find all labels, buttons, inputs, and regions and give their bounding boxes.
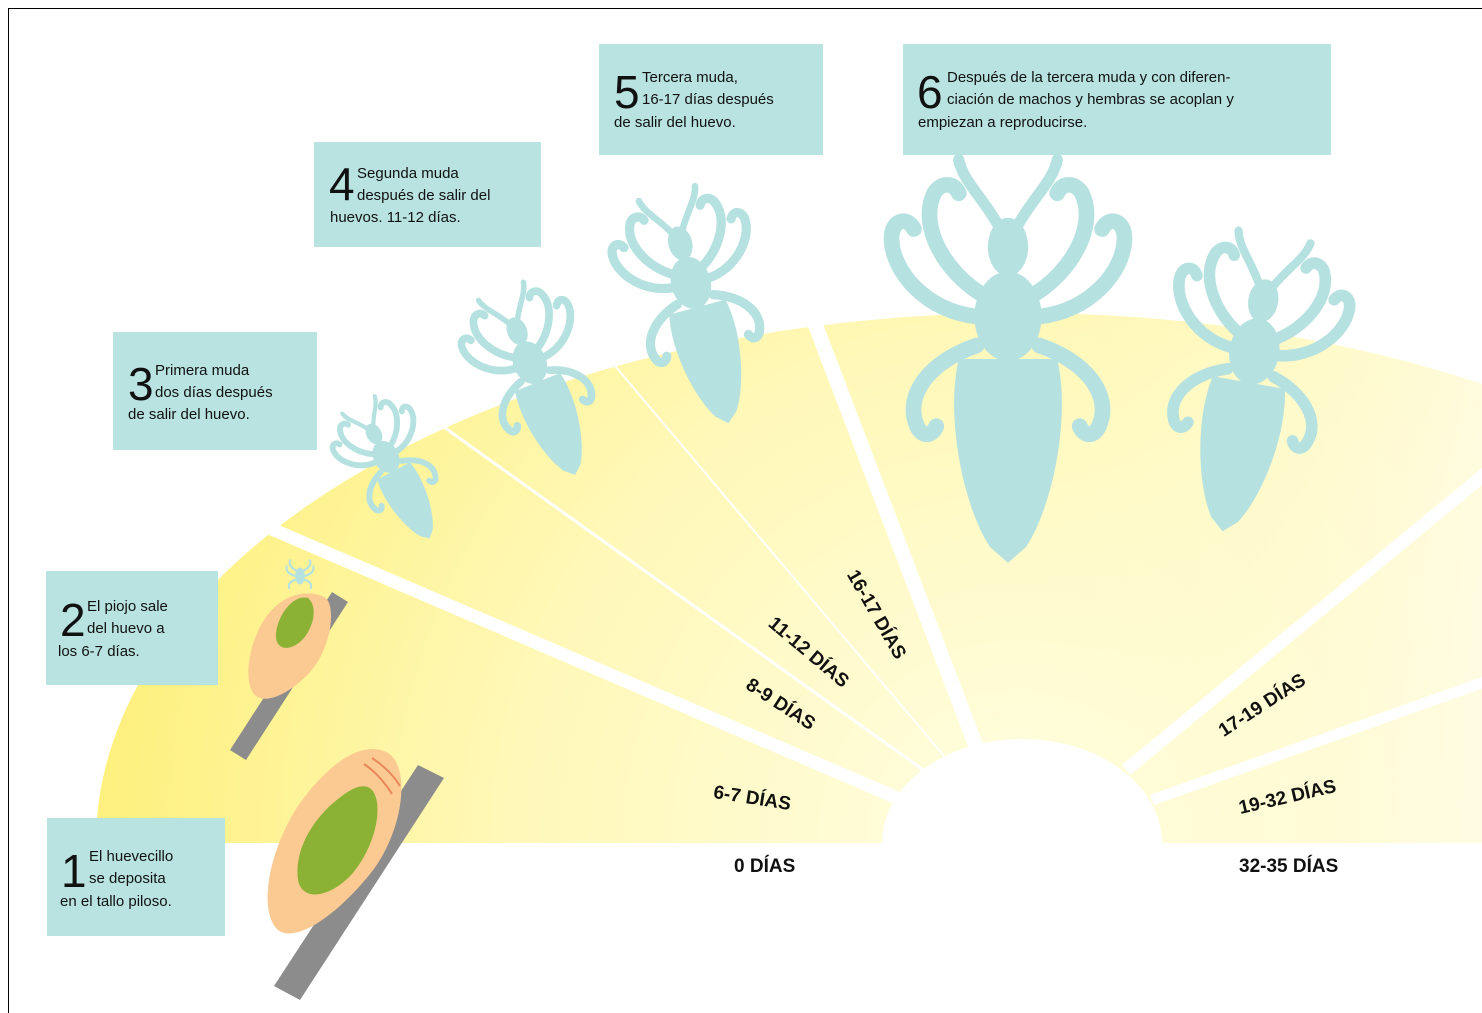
step-6-number: 6 (917, 69, 943, 115)
step-1-box: 1 El huevecillo se deposita en el tallo … (47, 818, 225, 936)
step-1-line-1: El huevecillo (89, 847, 173, 866)
step-4-number: 4 (329, 161, 355, 207)
step-3-line-1: Primera muda (155, 361, 249, 380)
step-5-number: 5 (614, 69, 640, 115)
step-6-line-3: empiezan a reproducirse. (918, 113, 1087, 132)
step-3-line-2: dos días después (155, 383, 273, 402)
day-label-32-35: 32-35 DÍAS (1239, 856, 1338, 878)
step-6-line-2: ciación de machos y hembras se acoplan y (947, 90, 1234, 109)
step-2-box: 2 El piojo sale del huevo a los 6-7 días… (46, 571, 218, 685)
step-4-line-1: Segunda muda (357, 164, 459, 183)
step-1-number: 1 (61, 848, 87, 894)
step-3-number: 3 (128, 361, 154, 407)
step-1-line-2: se deposita (89, 869, 166, 888)
step-2-line-2: del huevo a (87, 619, 165, 638)
step-6-line-1: Después de la tercera muda y con diferen… (947, 68, 1230, 87)
step-4-box: 4 Segunda muda después de salir del huev… (314, 142, 541, 247)
step-6-box: 6 Después de la tercera muda y con difer… (903, 44, 1331, 155)
step-5-box: 5 Tercera muda, 16-17 días después de sa… (599, 44, 823, 155)
step-2-line-1: El piojo sale (87, 597, 168, 616)
step-5-line-2: 16-17 días después (642, 90, 774, 109)
step-1-line-3: en el tallo piloso. (60, 892, 172, 911)
step-2-number: 2 (60, 597, 86, 643)
step-3-box: 3 Primera muda dos días después de salir… (113, 332, 317, 450)
step-5-line-3: de salir del huevo. (614, 113, 736, 132)
day-label-0: 0 DÍAS (734, 856, 795, 878)
step-2-line-3: los 6-7 días. (58, 642, 140, 661)
step-5-line-1: Tercera muda, (642, 68, 738, 87)
step-4-line-2: después de salir del (357, 186, 490, 205)
step-3-line-3: de salir del huevo. (128, 405, 250, 424)
step-4-line-3: huevos. 11-12 días. (330, 208, 461, 227)
